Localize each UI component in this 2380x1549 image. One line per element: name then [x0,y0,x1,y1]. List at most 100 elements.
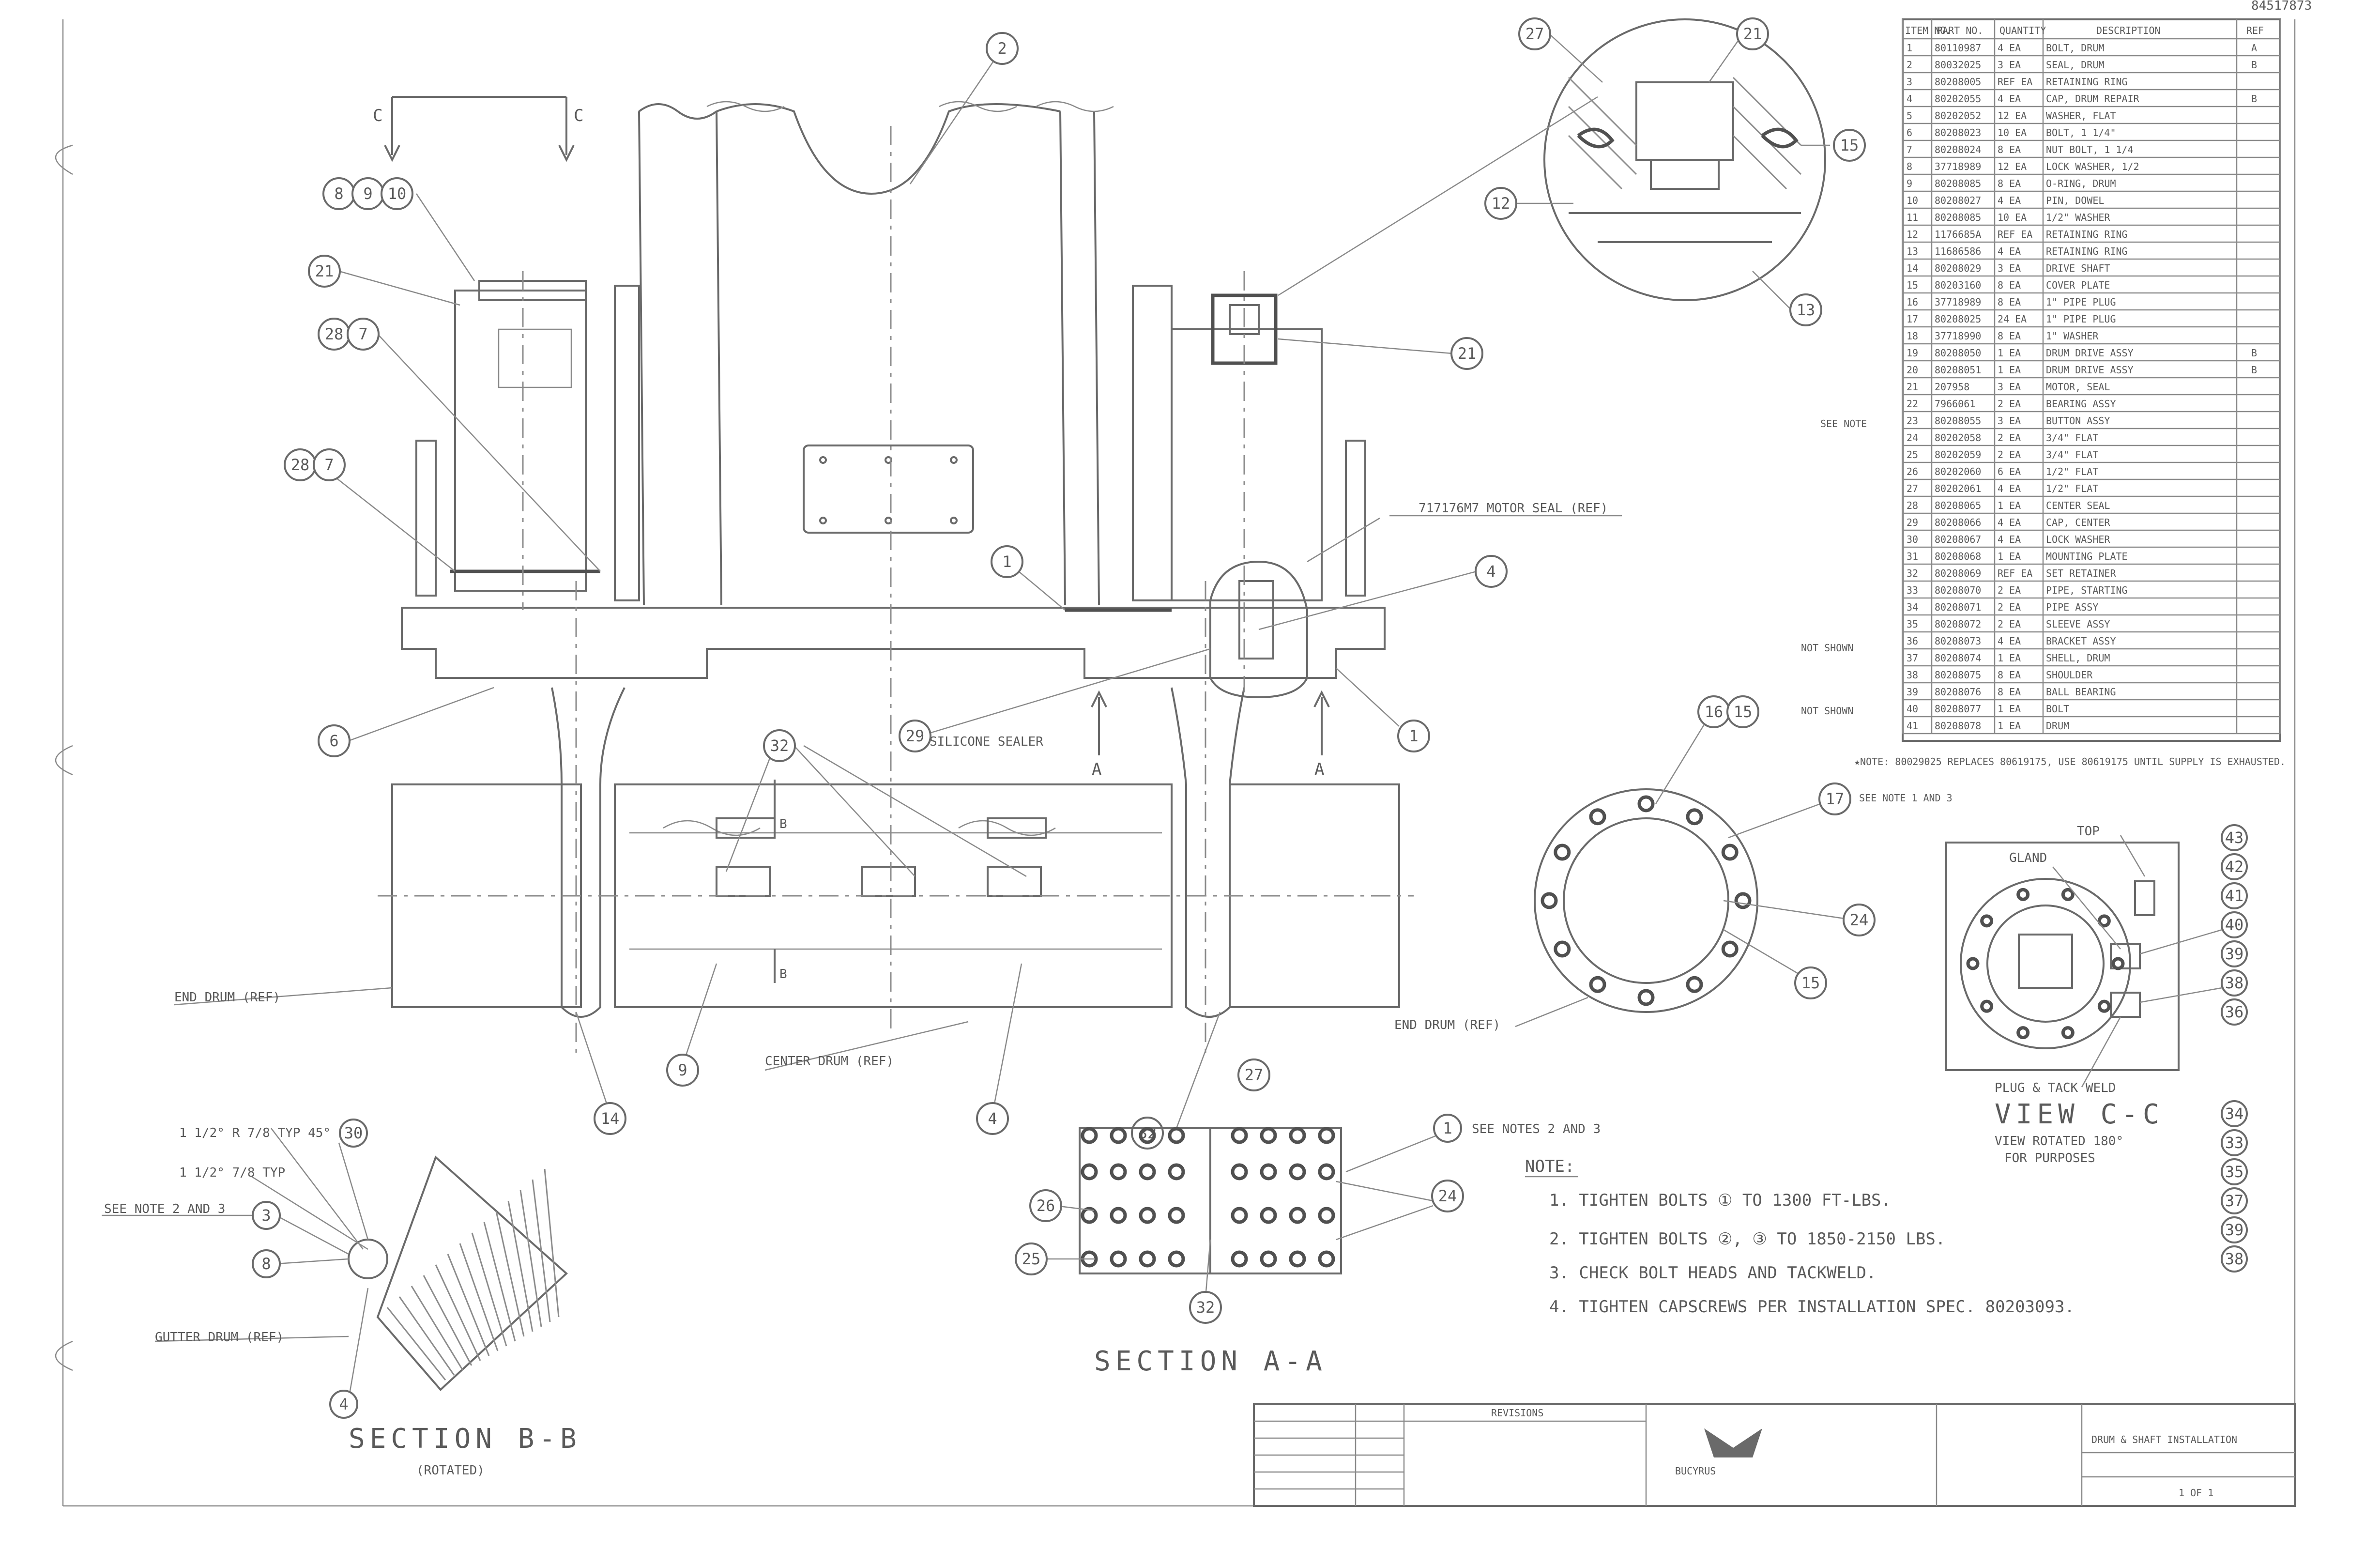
view-cc-callout-label: 38 [2225,1250,2244,1268]
detail-circle-seal: 27 21 12 15 13 [1278,17,1866,326]
drawing-number: 84517873 [2251,0,2312,13]
bolt [1139,1163,1156,1181]
bom-cell: 80208073 [1935,635,1981,647]
bom-cell: 8 EA [1998,330,2021,342]
view-cc-callout-label: 40 [2225,916,2244,934]
label-see-note-b: SEE NOTE 2 AND 3 [104,1202,225,1216]
note-2: 2. TIGHTEN BOLTS ②, ③ TO 1850-2150 LBS. [1549,1229,1945,1249]
bom-cell: RETAINING RING [2046,229,2128,240]
callout-1-upper: 1 [1002,552,1011,571]
bolt [1139,1250,1156,1268]
bom-cell: 80208025 [1935,313,1981,325]
bom-cell: 37718990 [1935,330,1981,342]
bom-cell: 2 EA [1998,449,2021,460]
bolt [1110,1250,1127,1268]
bom-cell: 1" PIPE PLUG [2046,296,2116,308]
hatch-line [532,1179,551,1322]
bom-cell: 16 [1907,296,1918,308]
bom-cell: 8 EA [1998,279,2021,291]
bolt [1110,1207,1127,1224]
bom-cell: 2 EA [1998,584,2021,596]
hatch-line [423,1275,473,1366]
bom-cell: 18 [1907,330,1918,342]
bom-cell: NUT BOLT, 1 1/4 [2046,144,2134,155]
bom-cell: 80208085 [1935,212,1981,223]
bom-header-item: ITEM NO. [1905,25,1952,36]
callout-9-lower: 9 [678,1061,687,1079]
callout-6: 6 [329,732,338,750]
section-bb-hatch [386,1168,560,1380]
hatch-line [519,1190,542,1327]
bom-cell: 8 [1907,161,1912,172]
bom-cell: 38 [1907,669,1918,681]
bolt [1110,1163,1127,1181]
label-see-note-1-3: SEE NOTE 1 AND 3 [1859,792,1953,804]
bom-cell: 1 EA [1998,551,2021,562]
bolt [1980,999,1994,1013]
bolt [1231,1163,1248,1181]
bom-cell: 1 EA [1998,652,2021,664]
bom-cell: 7966061 [1935,398,1975,410]
bom-cell: B [2251,347,2257,359]
bom-cell: 80208005 [1935,76,1981,88]
bom-cell: 3 [1907,76,1912,88]
bolt [2061,1026,2075,1040]
bom-cell: 80208070 [1935,584,1981,596]
bolt [1589,976,1606,993]
bolt-ring [1541,795,1752,1006]
view-cc-callout [2221,1158,2248,1185]
bom-cell: BOLT [2046,703,2069,715]
callout-14: 14 [601,1109,620,1128]
bom-cell: 13 [1907,245,1918,257]
bom-cell: 12 EA [1998,161,2027,172]
bom-cell: 21 [1907,381,1918,393]
bom-cell: 22 [1907,398,1918,410]
bom-cell: 80208071 [1935,601,1981,613]
bolt [1260,1250,1277,1268]
label-fig-b: 1 1/2° 7/8 TYP [179,1166,285,1180]
section-aa-bolts [1081,1127,1335,1268]
bom-table: ITEM NO. PART NO. QUANTITY DESCRIPTION R… [1801,18,2286,804]
view-cc-callout [2221,1129,2248,1156]
bolt [1289,1127,1306,1144]
bolt [1081,1127,1098,1144]
bolt [1318,1127,1335,1144]
bom-cell: BRACKET ASSY [2046,635,2116,647]
bom-cell: 1 EA [1998,500,2021,511]
bom-cell: RETAINING RING [2046,245,2128,257]
bom-cell: 35 [1907,618,1918,630]
bom-cell: 1 EA [1998,720,2021,732]
label-top: TOP [2077,824,2100,839]
bolt [1139,1207,1156,1224]
bom-cell: DRUM DRIVE ASSY [2046,364,2134,376]
bolt [1260,1127,1277,1144]
bolt [1289,1207,1306,1224]
section-b-mark-bottom: B [779,967,787,982]
view-cc-callout [2221,940,2248,967]
bom-cell: SEAL, DRUM [2046,59,2104,71]
bolt [1686,808,1703,826]
callout-2: 2 [997,39,1007,58]
bom-cell: 4 EA [1998,635,2021,647]
bom-cell: 1176685A [1935,229,1981,240]
bolt [1081,1207,1098,1224]
view-cc-title: VIEW C-C [1995,1099,2164,1130]
section-a-mark-right: A [1314,760,1324,779]
hatch-line [459,1243,499,1351]
view-cc-callout [2221,1187,2248,1214]
bom-cell: SLEEVE ASSY [2046,618,2110,630]
bolt [2097,999,2111,1013]
callout-4-lower: 4 [988,1109,997,1128]
note-4: 4. TIGHTEN CAPSCREWS PER INSTALLATION SP… [1549,1297,2075,1317]
bom-cell: O-RING, DRUM [2046,178,2116,189]
bom-cell: 10 EA [1998,212,2027,223]
bolt [2061,888,2075,901]
